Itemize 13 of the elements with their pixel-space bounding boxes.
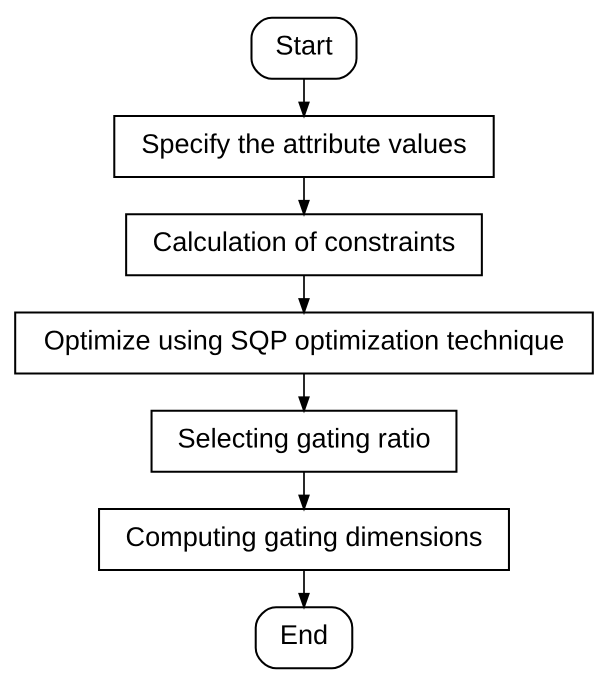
arrow (298, 275, 310, 316)
node-box: Specify the attribute values (113, 115, 495, 178)
arrow (298, 78, 310, 119)
arrow (298, 177, 310, 217)
node-box: Computing gating dimensions (98, 508, 510, 571)
arrow (298, 570, 310, 610)
node-box: Calculation of constraints (125, 213, 483, 276)
node-box: Optimize using SQP optimization technique (14, 312, 594, 374)
node-box: Selecting gating ratio (150, 410, 458, 473)
node-box: Start (250, 16, 358, 80)
node-box: End (254, 606, 354, 670)
arrow (298, 472, 310, 512)
arrow (298, 374, 310, 414)
